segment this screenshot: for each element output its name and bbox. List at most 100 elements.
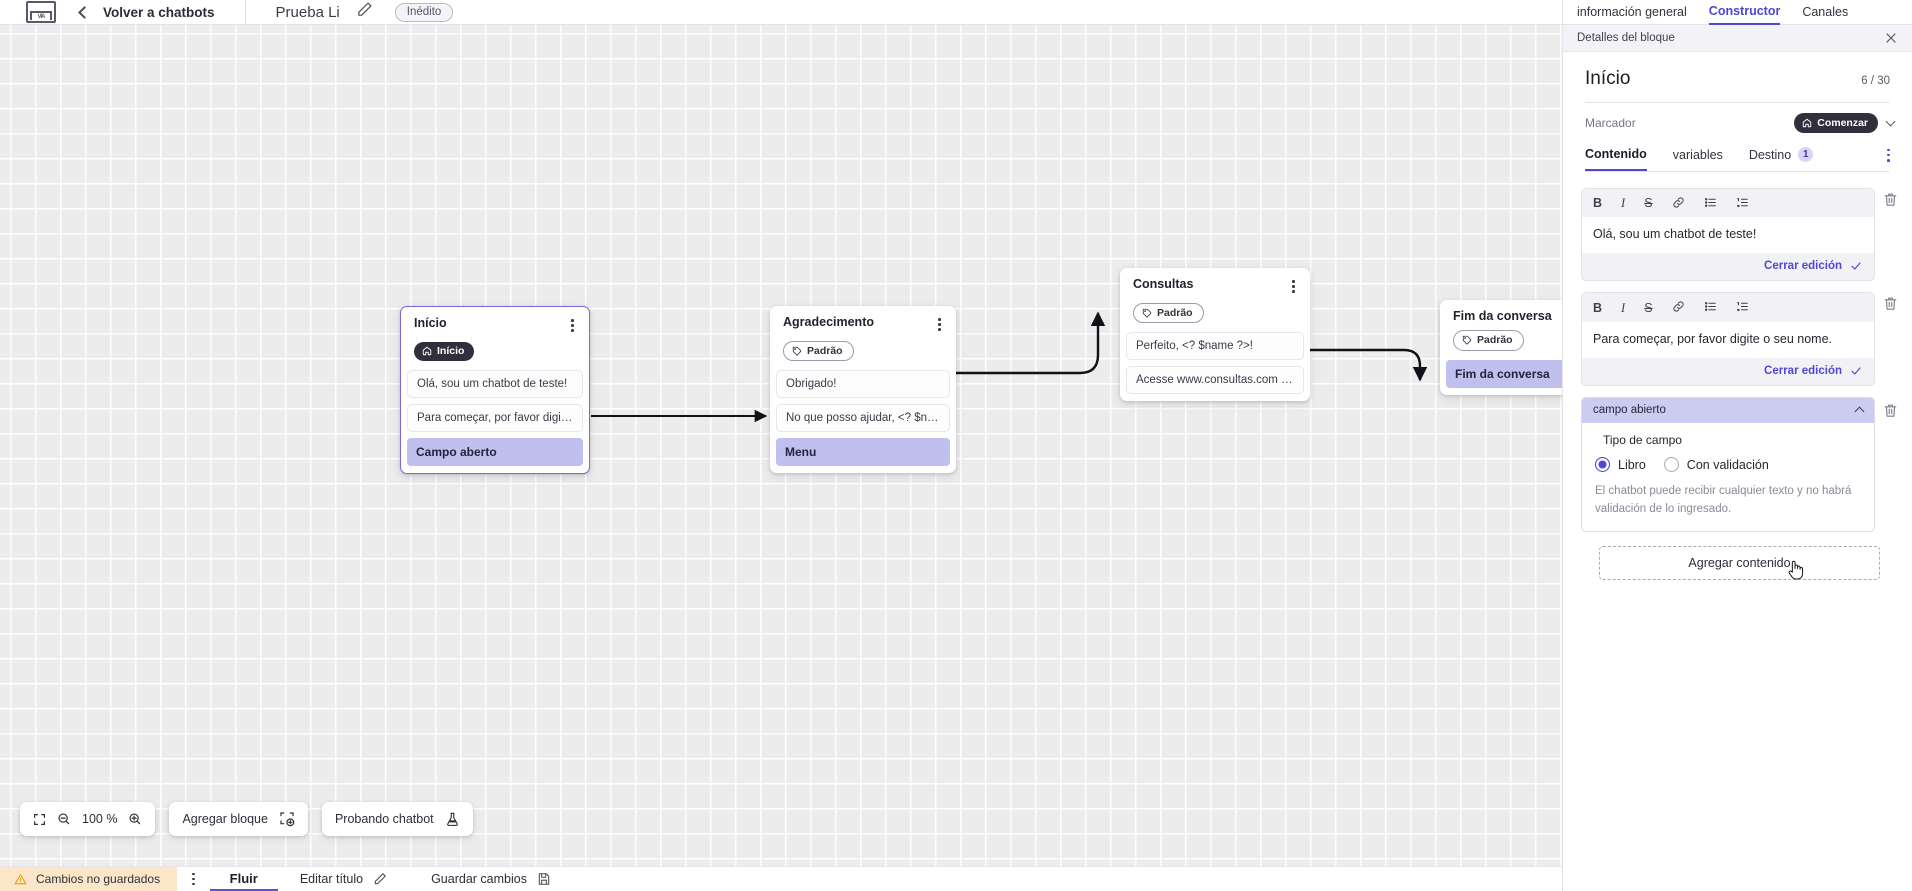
editor-text[interactable]: Olá, sou um chatbot de teste!: [1582, 217, 1874, 254]
test-chatbot-button[interactable]: Probando chatbot: [321, 802, 473, 836]
field-type-label: Tipo de campo: [1603, 433, 1682, 448]
block-details-panel: información general Constructor Canales …: [1562, 0, 1912, 891]
edit-title-button[interactable]: Editar título: [278, 867, 409, 891]
radio-dot-selected: [1595, 457, 1610, 473]
marker-label: Marcador: [1585, 115, 1636, 130]
tag-icon: [1462, 335, 1472, 345]
node-body: Fim da conversa: [1440, 359, 1562, 388]
marker-value-chip[interactable]: Comenzar: [1794, 113, 1878, 133]
node-tag-row: Padrão: [1120, 296, 1310, 324]
zoom-in-icon[interactable]: [128, 812, 142, 826]
numbered-list-icon[interactable]: [1736, 300, 1749, 316]
flask-icon: [445, 812, 460, 827]
rich-text-editor-card[interactable]: B I S: [1581, 187, 1875, 282]
tab-variables[interactable]: variables: [1672, 147, 1723, 162]
tab-destino[interactable]: Destino 1: [1749, 147, 1814, 170]
zoom-out-icon[interactable]: [57, 812, 71, 826]
radio-libro[interactable]: Libro: [1595, 457, 1646, 473]
strikethrough-icon[interactable]: S: [1644, 300, 1653, 315]
node-message[interactable]: Olá, sou um chatbot de teste!: [407, 370, 583, 399]
node-message[interactable]: Acesse www.consultas.com par...: [1126, 366, 1304, 395]
link-icon[interactable]: [1672, 196, 1685, 212]
editor-toolbar: B I S: [1582, 293, 1874, 322]
zoom-control-group: 100 %: [20, 802, 156, 836]
node-tag-default[interactable]: Padrão: [1453, 330, 1524, 351]
flow-node-inicio[interactable]: Início Início Olá, sou um chatbot de tes…: [400, 306, 590, 475]
chevron-left-icon[interactable]: [78, 5, 91, 19]
node-tag-label: Padrão: [1157, 306, 1193, 319]
home-icon: [422, 347, 432, 356]
node-message[interactable]: Perfeito, <? $name ?>!: [1126, 332, 1304, 361]
status-more-button[interactable]: [177, 867, 210, 891]
link-icon[interactable]: [1672, 300, 1685, 316]
node-header: Fim da conversa: [1440, 309, 1562, 323]
tab-fluir[interactable]: Fluir: [209, 867, 278, 891]
close-edit-button[interactable]: Cerrar edición: [1582, 253, 1874, 280]
node-tag-start[interactable]: Início: [414, 341, 475, 362]
chevron-down-icon[interactable]: [1885, 116, 1896, 127]
close-icon[interactable]: [1884, 31, 1898, 45]
app-logo-icon[interactable]: VIA: [26, 1, 56, 23]
flow-node-agradecimento[interactable]: Agradecimento Padrão Obrigado! No que po…: [770, 306, 956, 474]
check-icon: [1851, 367, 1861, 375]
pointer-hand-icon: [1786, 559, 1805, 584]
toolbar-divider: [244, 0, 246, 25]
block-title: Início: [1585, 68, 1631, 89]
node-menu-button[interactable]: [1290, 277, 1297, 296]
panel-title-row: Início 6 / 30: [1563, 52, 1912, 90]
node-tag-default[interactable]: Padrão: [1133, 302, 1204, 324]
tab-constructor[interactable]: Constructor: [1708, 0, 1781, 25]
node-tag-row: Padrão: [770, 334, 956, 362]
node-message[interactable]: Para começar, por favor digite o ...: [407, 404, 583, 433]
tab-informacion-general[interactable]: información general: [1577, 5, 1687, 19]
node-header: Consultas: [1120, 277, 1310, 296]
flow-node-fim-da-conversa[interactable]: Fim da conversa Padrão Fim da conversa: [1440, 300, 1562, 395]
pencil-icon[interactable]: [356, 1, 373, 23]
node-tag-label: Padrão: [1477, 334, 1513, 346]
close-edit-button[interactable]: Cerrar edición: [1582, 358, 1874, 385]
node-field[interactable]: Menu: [776, 438, 950, 467]
italic-icon[interactable]: I: [1621, 300, 1626, 315]
node-message[interactable]: Obrigado!: [776, 370, 950, 399]
open-field-card: campo abierto Tipo de campo Libro: [1581, 397, 1875, 532]
node-field[interactable]: Campo aberto: [407, 438, 583, 467]
trash-icon[interactable]: [1883, 188, 1898, 207]
fit-screen-icon[interactable]: [33, 813, 46, 826]
back-to-chatbots-link[interactable]: Volver a chatbots: [103, 4, 215, 20]
pencil-icon: [374, 873, 386, 885]
node-menu-button[interactable]: [569, 316, 576, 335]
tab-contenido[interactable]: Contenido: [1585, 147, 1647, 171]
node-tag-default[interactable]: Padrão: [783, 340, 854, 362]
radio-con-validacion-label: Con validación: [1686, 457, 1769, 472]
add-content-button[interactable]: Agregar contenido: [1599, 545, 1880, 580]
flow-node-consultas[interactable]: Consultas Padrão Perfeito, <? $name ?>! …: [1120, 268, 1310, 402]
node-field[interactable]: Fim da conversa: [1446, 359, 1562, 388]
bullet-list-icon[interactable]: [1704, 300, 1717, 316]
save-changes-button[interactable]: Guardar cambios: [409, 867, 573, 891]
tab-canales[interactable]: Canales: [1802, 5, 1849, 19]
trash-icon[interactable]: [1883, 397, 1898, 418]
warning-icon: [14, 873, 27, 884]
rich-text-editor-card[interactable]: B I S: [1581, 292, 1875, 387]
unsaved-changes-label: Cambios no guardados: [36, 872, 161, 886]
bold-icon[interactable]: B: [1593, 300, 1603, 315]
node-message[interactable]: No que posso ajudar, <? $name ...: [776, 404, 950, 433]
numbered-list-icon[interactable]: [1736, 196, 1749, 212]
flow-canvas[interactable]: Início Início Olá, sou um chatbot de tes…: [0, 25, 1562, 866]
bold-icon[interactable]: B: [1593, 196, 1603, 210]
editor-text[interactable]: Para começar, por favor digite o seu nom…: [1582, 321, 1874, 359]
trash-icon[interactable]: [1883, 292, 1898, 311]
radio-con-validacion[interactable]: Con validación: [1663, 457, 1769, 473]
panel-divider: [1585, 102, 1890, 103]
italic-icon[interactable]: I: [1621, 196, 1626, 210]
strikethrough-icon[interactable]: S: [1644, 196, 1653, 210]
chevron-up-icon[interactable]: [1854, 406, 1865, 417]
node-body: Perfeito, <? $name ?>! Acesse www.consul…: [1120, 332, 1310, 395]
panel-tabs-more-button[interactable]: [1887, 148, 1890, 162]
add-block-button[interactable]: Agregar bloque: [169, 802, 308, 836]
bullet-list-icon[interactable]: [1704, 196, 1717, 212]
node-header: Agradecimento: [770, 315, 956, 334]
open-field-header[interactable]: campo abierto: [1582, 398, 1874, 424]
node-tag-row: Início: [401, 335, 589, 362]
node-menu-button[interactable]: [936, 315, 943, 334]
